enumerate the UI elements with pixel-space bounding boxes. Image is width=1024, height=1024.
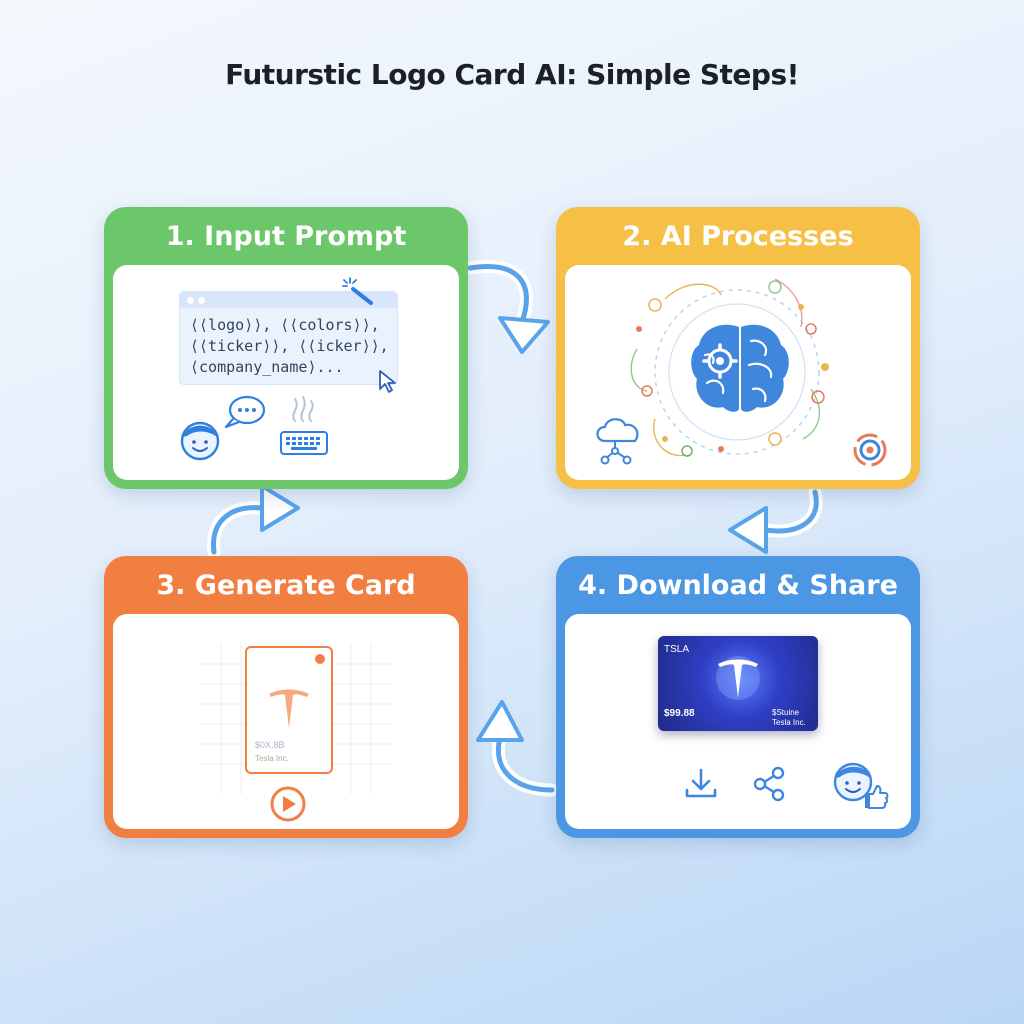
stock-card-company-top: $Stuine: [772, 708, 800, 717]
tesla-logo-icon: [269, 689, 309, 728]
target-icon: [853, 433, 887, 467]
step-2-body: [565, 265, 911, 480]
magic-wand-icon: [342, 277, 373, 305]
step-4-body: TSLA $99.88 $Stuine Tesla Inc.: [565, 614, 911, 829]
stock-card-company: Tesla Inc.: [772, 718, 806, 727]
page-title: Futurstic Logo Card AI: Simple Steps!: [225, 58, 799, 91]
stock-card-price: $99.88: [664, 708, 695, 719]
brain-icon: [691, 324, 789, 412]
step-4-title: 4. Download & Share: [578, 570, 898, 601]
download-icon[interactable]: [681, 764, 721, 804]
arrow-step3-to-step1: [207, 484, 300, 559]
step-4-card: 4. Download & Share TSLA $99.88 $Stuine …: [556, 556, 920, 838]
steam-icon: [292, 396, 314, 422]
cloud-network-icon: [596, 418, 639, 465]
stock-card-ticker: TSLA: [664, 644, 690, 655]
generated-card-price: $0X.8B: [255, 740, 285, 750]
chat-bubble-icon: [224, 395, 266, 429]
window-dot: [198, 297, 205, 304]
keyboard-icon: [280, 431, 328, 455]
thumbs-up-face-icon: [833, 762, 889, 809]
generated-card-preview: $0X.8B Tesla Inc.: [245, 646, 333, 774]
tesla-logo-icon: [716, 656, 760, 700]
share-icon[interactable]: [749, 764, 789, 804]
status-dot: [315, 654, 325, 664]
step-3-title: 3. Generate Card: [156, 570, 416, 601]
arrow-step1-to-step2: [463, 260, 550, 354]
stock-card-preview: TSLA $99.88 $Stuine Tesla Inc.: [658, 636, 818, 731]
gear-icon: [702, 343, 738, 379]
prompt-line-3: ⟨company_name⟩...: [190, 358, 344, 376]
step-2-title: 2. AI Processes: [622, 221, 854, 252]
cursor-icon: [379, 370, 396, 393]
step-3-card: 3. Generate Card $0X.8B Tesla Inc.: [104, 556, 468, 838]
window-dot: [187, 297, 194, 304]
step-1-body: ⟨⟨logo⟩⟩, ⟨⟨colors⟩⟩, ⟨⟨ticker⟩⟩, ⟨⟨icke…: [113, 265, 459, 480]
user-face-icon: [180, 421, 220, 461]
arrow-step4-to-step3: [476, 700, 559, 797]
prompt-line-1: ⟨⟨logo⟩⟩, ⟨⟨colors⟩⟩,: [190, 316, 380, 334]
prompt-input-window: ⟨⟨logo⟩⟩, ⟨⟨colors⟩⟩, ⟨⟨ticker⟩⟩, ⟨⟨icke…: [179, 291, 398, 385]
step-1-title: 1. Input Prompt: [165, 221, 407, 252]
step-2-card: 2. AI Processes: [556, 207, 920, 489]
play-icon[interactable]: [268, 784, 308, 824]
prompt-window-titlebar: [180, 292, 397, 308]
ai-network-orbit: [630, 278, 829, 457]
generated-card-company: Tesla Inc.: [255, 754, 289, 763]
arrow-step2-to-step4: [728, 485, 823, 554]
prompt-line-2: ⟨⟨ticker⟩⟩, ⟨⟨icker⟩⟩,: [190, 337, 389, 355]
step-1-card: 1. Input Prompt ⟨⟨logo⟩⟩, ⟨⟨colors⟩⟩, ⟨⟨…: [104, 207, 468, 489]
step-3-body: $0X.8B Tesla Inc.: [113, 614, 459, 829]
